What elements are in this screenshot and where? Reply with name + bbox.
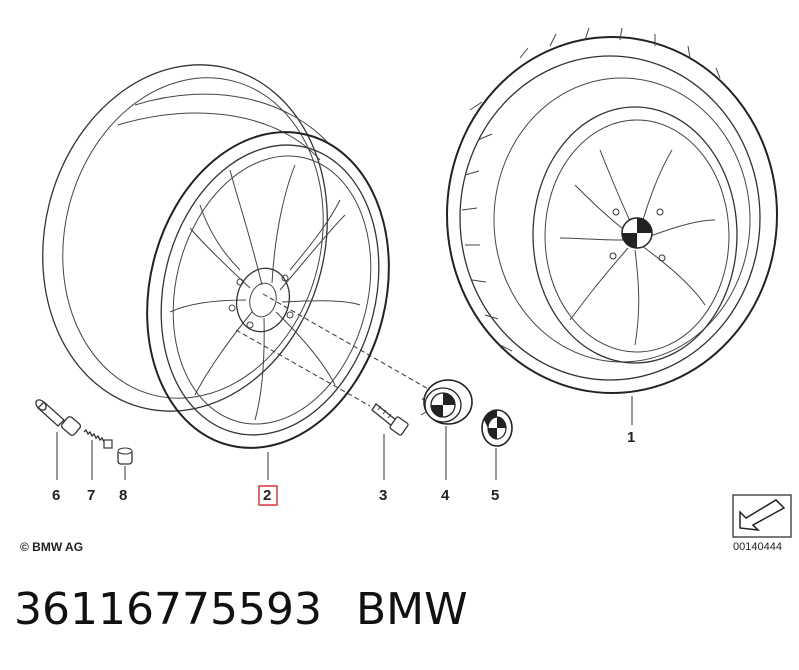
valve-core-drawing — [83, 428, 113, 449]
callout-6: 6 — [52, 487, 60, 504]
rim-drawing — [42, 64, 390, 449]
callout-3: 3 — [379, 487, 387, 504]
hub-cap-drawing — [420, 379, 473, 425]
part-number: 36116775593 — [14, 584, 322, 635]
emblem-drawing — [481, 409, 513, 447]
copyright-text: © BMW AG — [20, 540, 84, 554]
diagram-reference-number: 00140444 — [733, 541, 782, 553]
orientation-arrow-icon — [732, 494, 792, 538]
callout-2-highlight-box — [258, 485, 278, 506]
valve-cap-drawing — [117, 447, 133, 465]
callout-8: 8 — [119, 487, 127, 504]
brand-name: BMW — [356, 584, 468, 635]
bolt-mount-line — [235, 329, 371, 407]
callout-4: 4 — [441, 487, 450, 504]
callout-2: 2 — [263, 487, 271, 504]
valve-drawing — [35, 399, 82, 436]
callout-7: 7 — [87, 487, 95, 504]
callout-1: 1 — [627, 429, 635, 446]
complete-wheel-drawing — [446, 27, 778, 394]
wheel-bolt-drawing — [371, 403, 409, 436]
callout-5: 5 — [491, 487, 499, 504]
hub-cap-mount-line — [262, 293, 431, 391]
